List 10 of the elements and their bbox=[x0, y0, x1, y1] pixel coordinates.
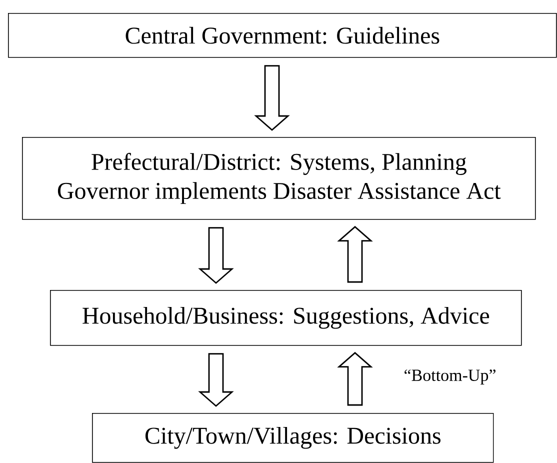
text-box: Household/Business: Suggestions, Advice bbox=[50, 290, 522, 346]
block-arrow bbox=[337, 226, 373, 283]
block-arrow bbox=[337, 352, 373, 406]
block-arrow bbox=[254, 65, 290, 131]
text-box: Central Government: Guidelines bbox=[8, 13, 557, 58]
edge-label: “Bottom-Up” bbox=[404, 370, 496, 384]
block-arrow bbox=[198, 353, 234, 407]
text-box: Prefectural/District: Systems, Planning Governor implements Disaster Assistance Act bbox=[22, 137, 536, 220]
block-arrow bbox=[198, 227, 234, 284]
text-box: City/Town/Villages: Decisions bbox=[92, 413, 494, 463]
